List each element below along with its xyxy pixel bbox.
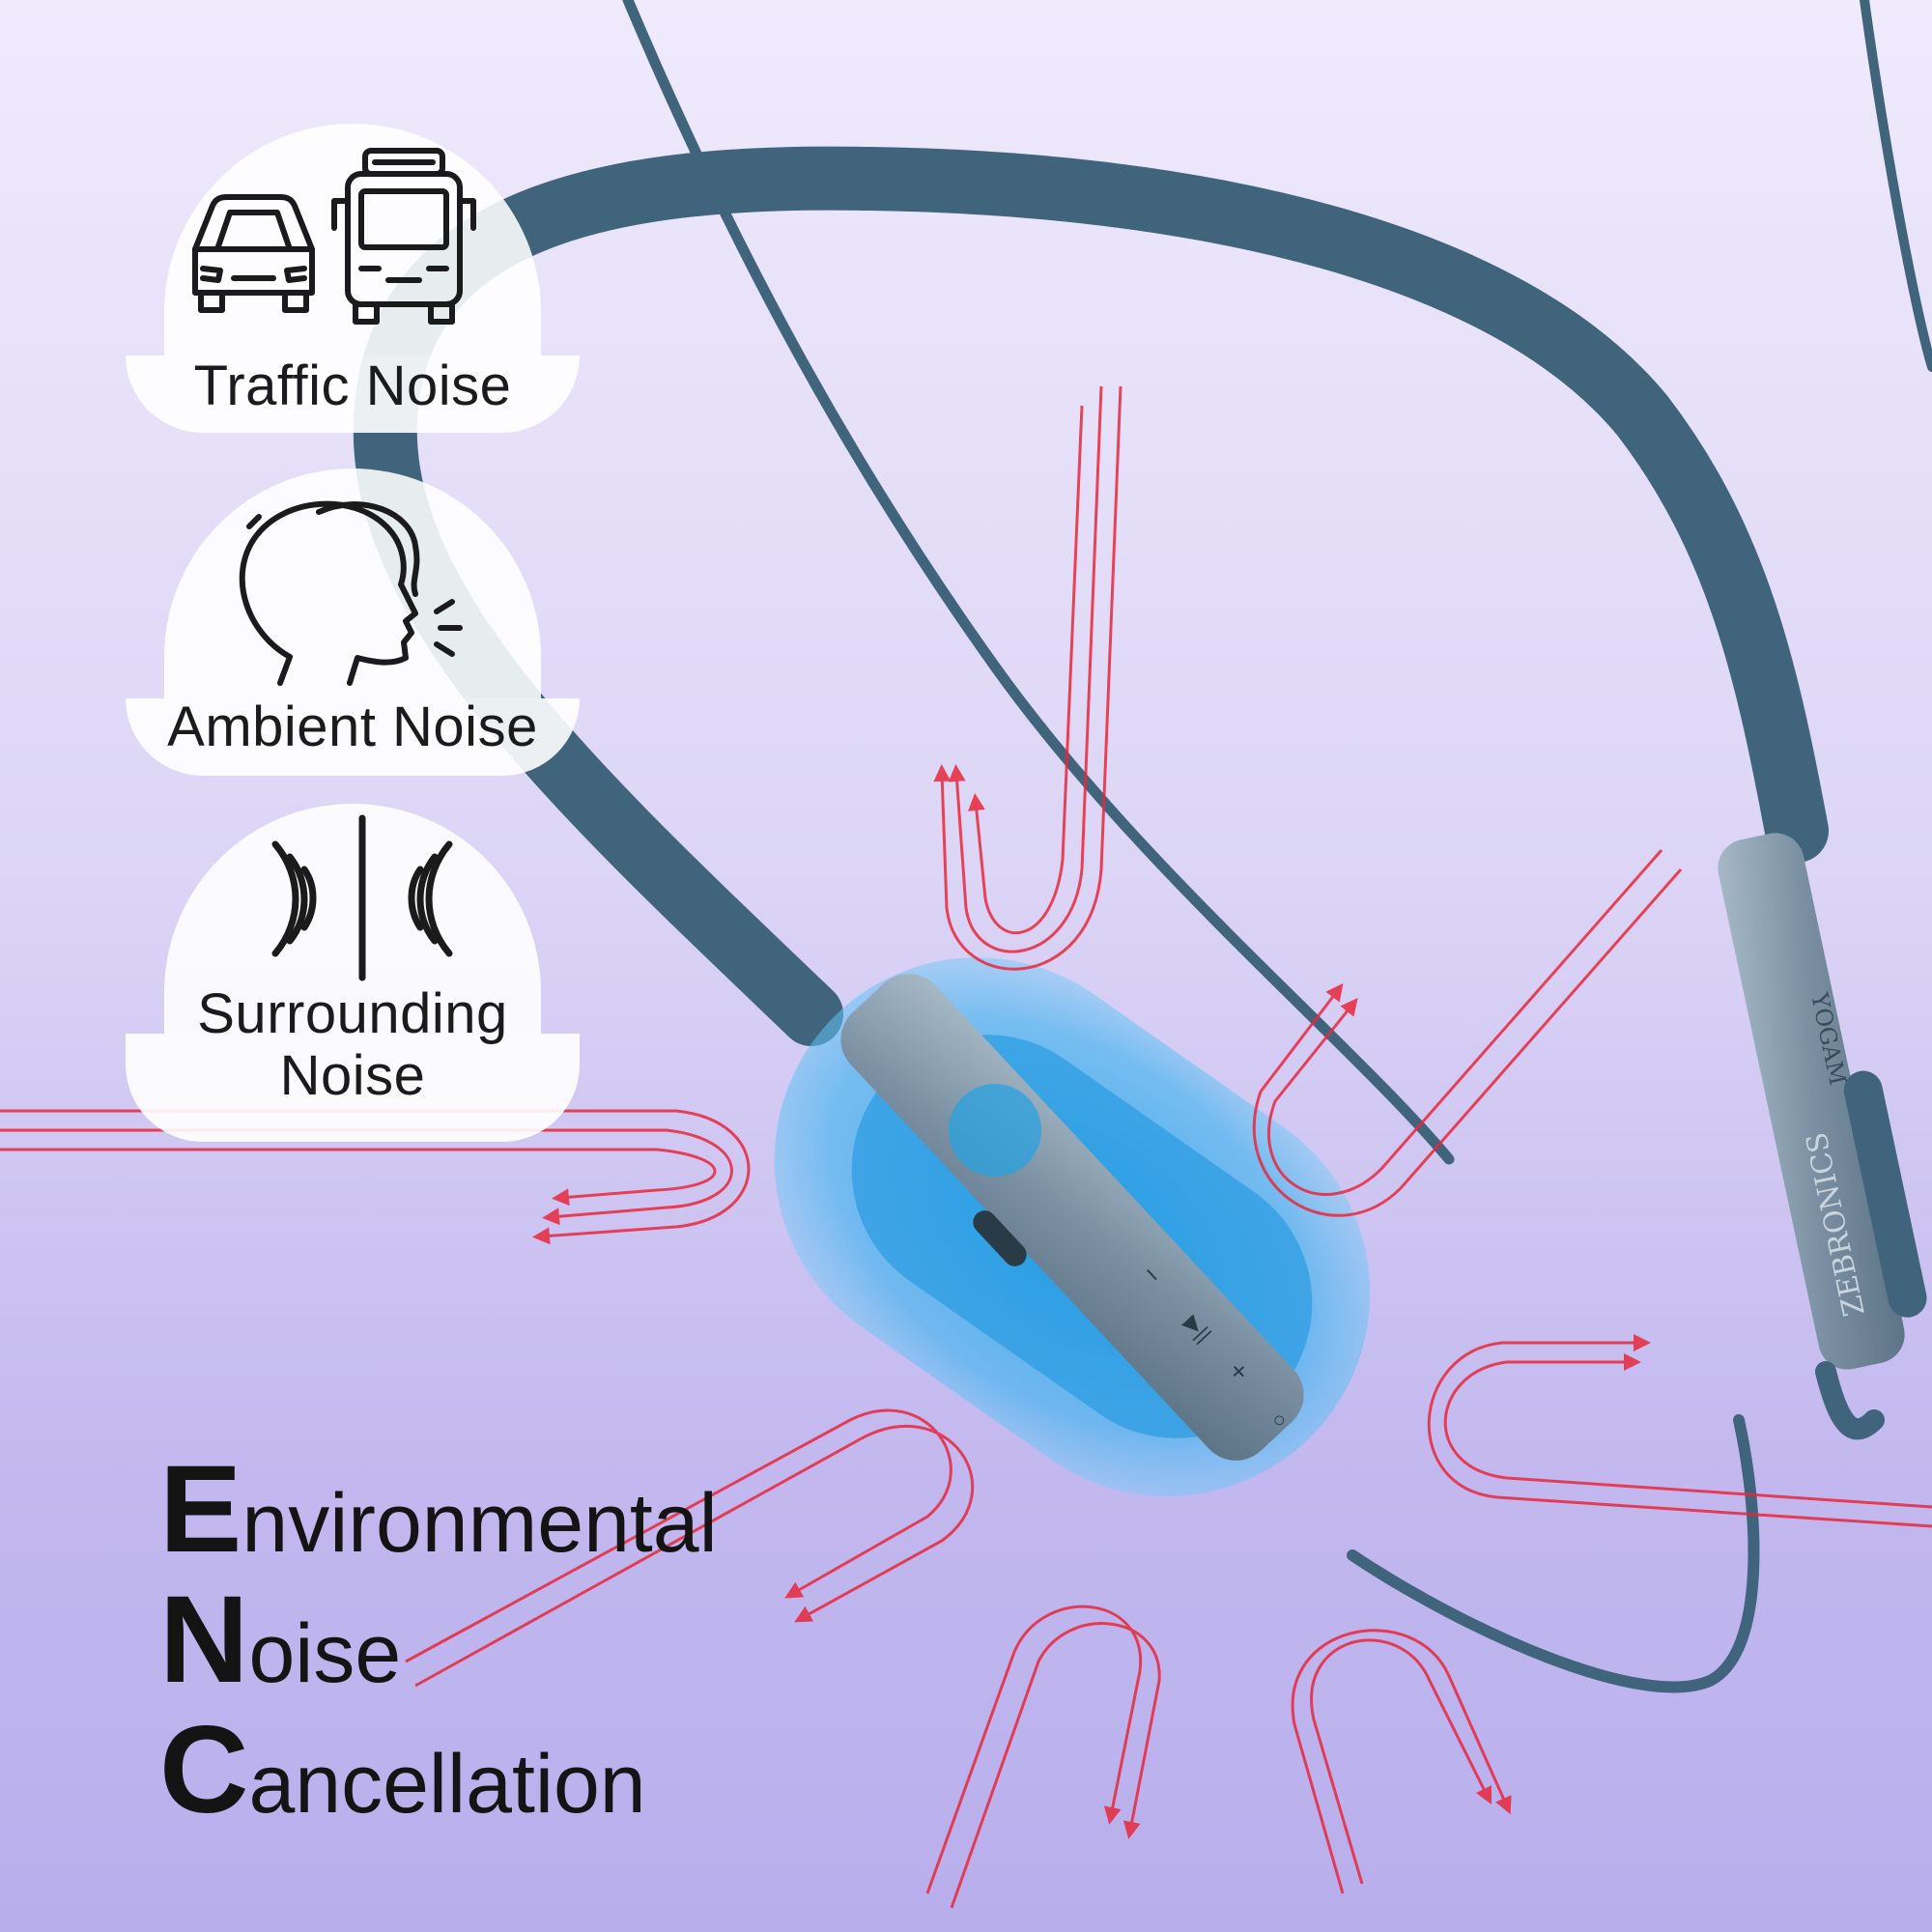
sound-blocked-icon [271, 814, 453, 981]
noise-arrows [0, 385, 1932, 1909]
surrounding-noise-label-line1: Surrounding [197, 982, 508, 1045]
bus-icon [331, 148, 476, 325]
lower-cable [1347, 1414, 1760, 1693]
surrounding-noise-label: Surrounding Noise [126, 983, 580, 1107]
car-icon [192, 194, 315, 313]
neckband [353, 146, 1829, 1046]
surrounding-noise-label-line2: Noise [279, 1044, 426, 1107]
left-earbud-cable [622, 0, 1455, 1165]
ambient-noise-label: Ambient Noise [167, 696, 538, 758]
right-control-module: ZEBRONICS YOGAM [1718, 833, 1927, 1370]
traffic-noise-badge: Traffic Noise [126, 124, 580, 433]
left-control-module: − ▶|| + ○ [840, 974, 1304, 1461]
traffic-noise-label: Traffic Noise [193, 355, 512, 417]
enc-headline: Environmental Noise Cancellation [159, 1444, 718, 1835]
right-earbud-cable [1860, 0, 1932, 372]
headline-line-2: Noise [159, 1571, 402, 1709]
speaking-head-icon [239, 500, 463, 686]
headline-line-1: Environmental [159, 1440, 718, 1578]
ambient-noise-badge: Ambient Noise [126, 469, 580, 776]
surrounding-noise-badge: Surrounding Noise [126, 804, 580, 1142]
headline-line-3: Cancellation [159, 1701, 646, 1839]
